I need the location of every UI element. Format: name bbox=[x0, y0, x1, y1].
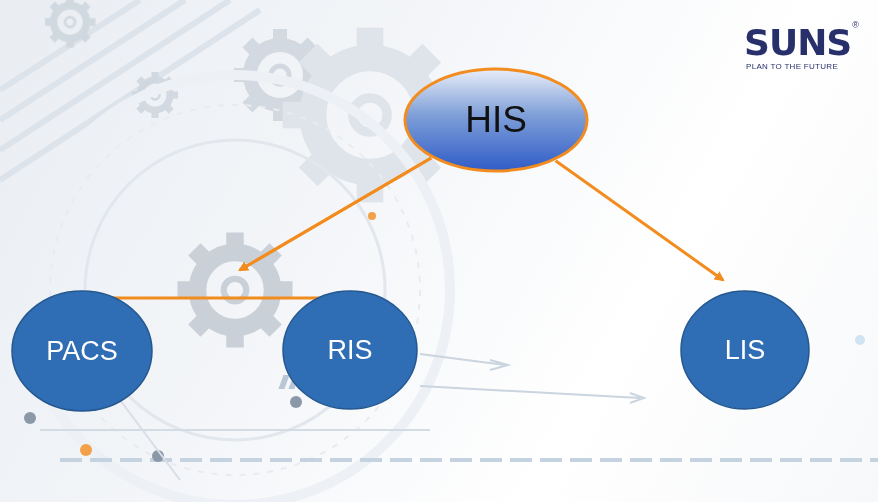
node-label: HIS bbox=[465, 99, 527, 141]
system-ellipse: HIS bbox=[403, 67, 589, 173]
node-label: PACS bbox=[46, 336, 118, 367]
registered-mark: ® bbox=[852, 20, 859, 30]
connector-arrow bbox=[556, 161, 723, 280]
system-circle: PACS bbox=[11, 290, 153, 412]
node-label: LIS bbox=[725, 335, 766, 366]
logo-tagline: PLAN TO THE FUTURE bbox=[746, 62, 838, 71]
node-label: RIS bbox=[327, 335, 372, 366]
connector-arrow bbox=[82, 158, 431, 298]
logo-wordmark: SUNS bbox=[744, 22, 851, 63]
connector-arrow bbox=[216, 158, 431, 298]
system-circle: RIS bbox=[282, 290, 418, 410]
system-circle: LIS bbox=[680, 290, 810, 410]
